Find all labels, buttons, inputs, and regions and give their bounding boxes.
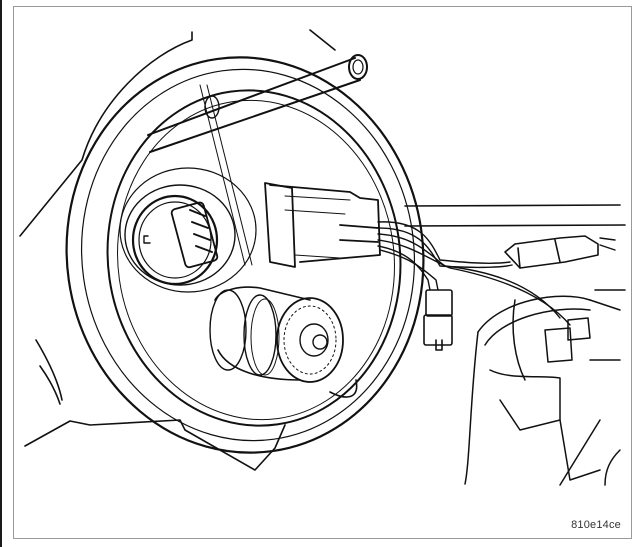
wire-bundle [377,221,616,326]
fuel-pump-reservoir [464,289,626,486]
fuel-filter-canister [209,286,344,383]
module-electrical-connector [119,167,257,293]
fuel-line-tube [147,54,368,266]
support-rails [404,204,626,227]
wire-harness-connector [264,182,381,268]
pigtail-connector [423,289,453,351]
left-edge-strip [0,0,2,547]
module-flange [65,56,425,454]
inline-connector [504,235,599,269]
figure-id-label: 810e14ce [571,519,621,531]
figure-frame [13,6,632,539]
